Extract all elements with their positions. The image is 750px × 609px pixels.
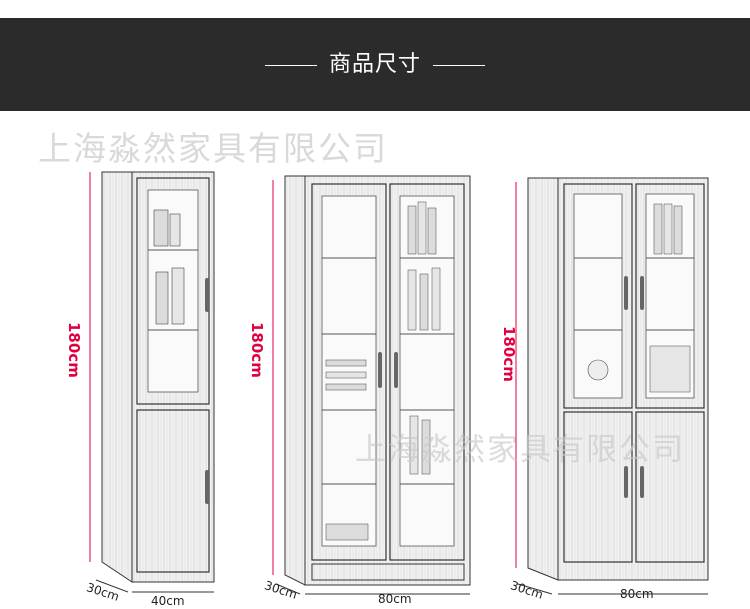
cabinet-wide-combo bbox=[527, 177, 709, 581]
section-title-text: 商品尺寸 bbox=[328, 52, 421, 77]
ornament-icon bbox=[587, 359, 609, 381]
book-icon bbox=[155, 271, 169, 325]
door-handle bbox=[205, 278, 209, 312]
height-label: 180cm bbox=[65, 322, 83, 378]
book-icon bbox=[407, 205, 417, 255]
left-glass bbox=[321, 195, 377, 547]
book-icon bbox=[663, 203, 673, 255]
cabinet-base bbox=[311, 563, 465, 581]
book-icon bbox=[409, 415, 419, 475]
magazine-stack-icon bbox=[325, 523, 369, 541]
door-handle bbox=[378, 352, 382, 388]
right-glass-door bbox=[635, 183, 705, 409]
book-icon bbox=[649, 345, 691, 393]
cabinet-narrow bbox=[101, 171, 215, 583]
cabinet-wide-combo-side bbox=[527, 177, 559, 581]
door-handle bbox=[640, 466, 644, 498]
watermark-overlay: 上海淼然家具有限公司 bbox=[355, 432, 685, 468]
height-label: 180cm bbox=[500, 326, 518, 382]
book-icon bbox=[417, 201, 427, 255]
book-icon bbox=[325, 383, 367, 391]
width-label: 80cm bbox=[620, 587, 654, 601]
book-icon bbox=[325, 359, 367, 367]
height-label: 180cm bbox=[248, 322, 266, 378]
book-icon bbox=[169, 213, 181, 247]
depth-dimension-line bbox=[95, 579, 129, 593]
book-icon bbox=[419, 273, 429, 331]
book-icon bbox=[407, 269, 417, 331]
depth-dimension-line bbox=[275, 583, 301, 595]
width-label: 80cm bbox=[378, 592, 412, 606]
door-handle bbox=[624, 276, 628, 310]
right-lower-door bbox=[635, 411, 705, 563]
right-glass-door bbox=[389, 183, 465, 561]
book-icon bbox=[421, 419, 431, 475]
book-icon bbox=[427, 207, 437, 255]
title-right-rule bbox=[433, 64, 485, 66]
left-lower-door bbox=[563, 411, 633, 563]
book-icon bbox=[673, 205, 683, 255]
left-glass-door bbox=[563, 183, 633, 409]
book-icon bbox=[325, 371, 367, 379]
book-icon bbox=[171, 267, 185, 325]
door-handle bbox=[205, 470, 209, 504]
left-glass-door bbox=[311, 183, 387, 561]
book-icon bbox=[153, 209, 169, 247]
book-icon bbox=[431, 267, 441, 331]
door-handle bbox=[394, 352, 398, 388]
cabinet-wide-glass-side bbox=[284, 175, 306, 586]
depth-dimension-line bbox=[517, 583, 553, 595]
door-handle bbox=[640, 276, 644, 310]
book-icon bbox=[653, 203, 663, 255]
right-glass bbox=[399, 195, 455, 547]
watermark-top: 上海淼然家具有限公司 bbox=[38, 129, 388, 168]
title-left-rule bbox=[264, 64, 317, 66]
header-banner: 商品尺寸 bbox=[0, 18, 750, 111]
cabinet-wide-glass bbox=[284, 175, 471, 586]
width-label: 40cm bbox=[151, 594, 185, 608]
cabinet-narrow-side bbox=[101, 171, 133, 583]
door-handle bbox=[624, 466, 628, 498]
section-title: 商品尺寸 bbox=[0, 46, 750, 78]
